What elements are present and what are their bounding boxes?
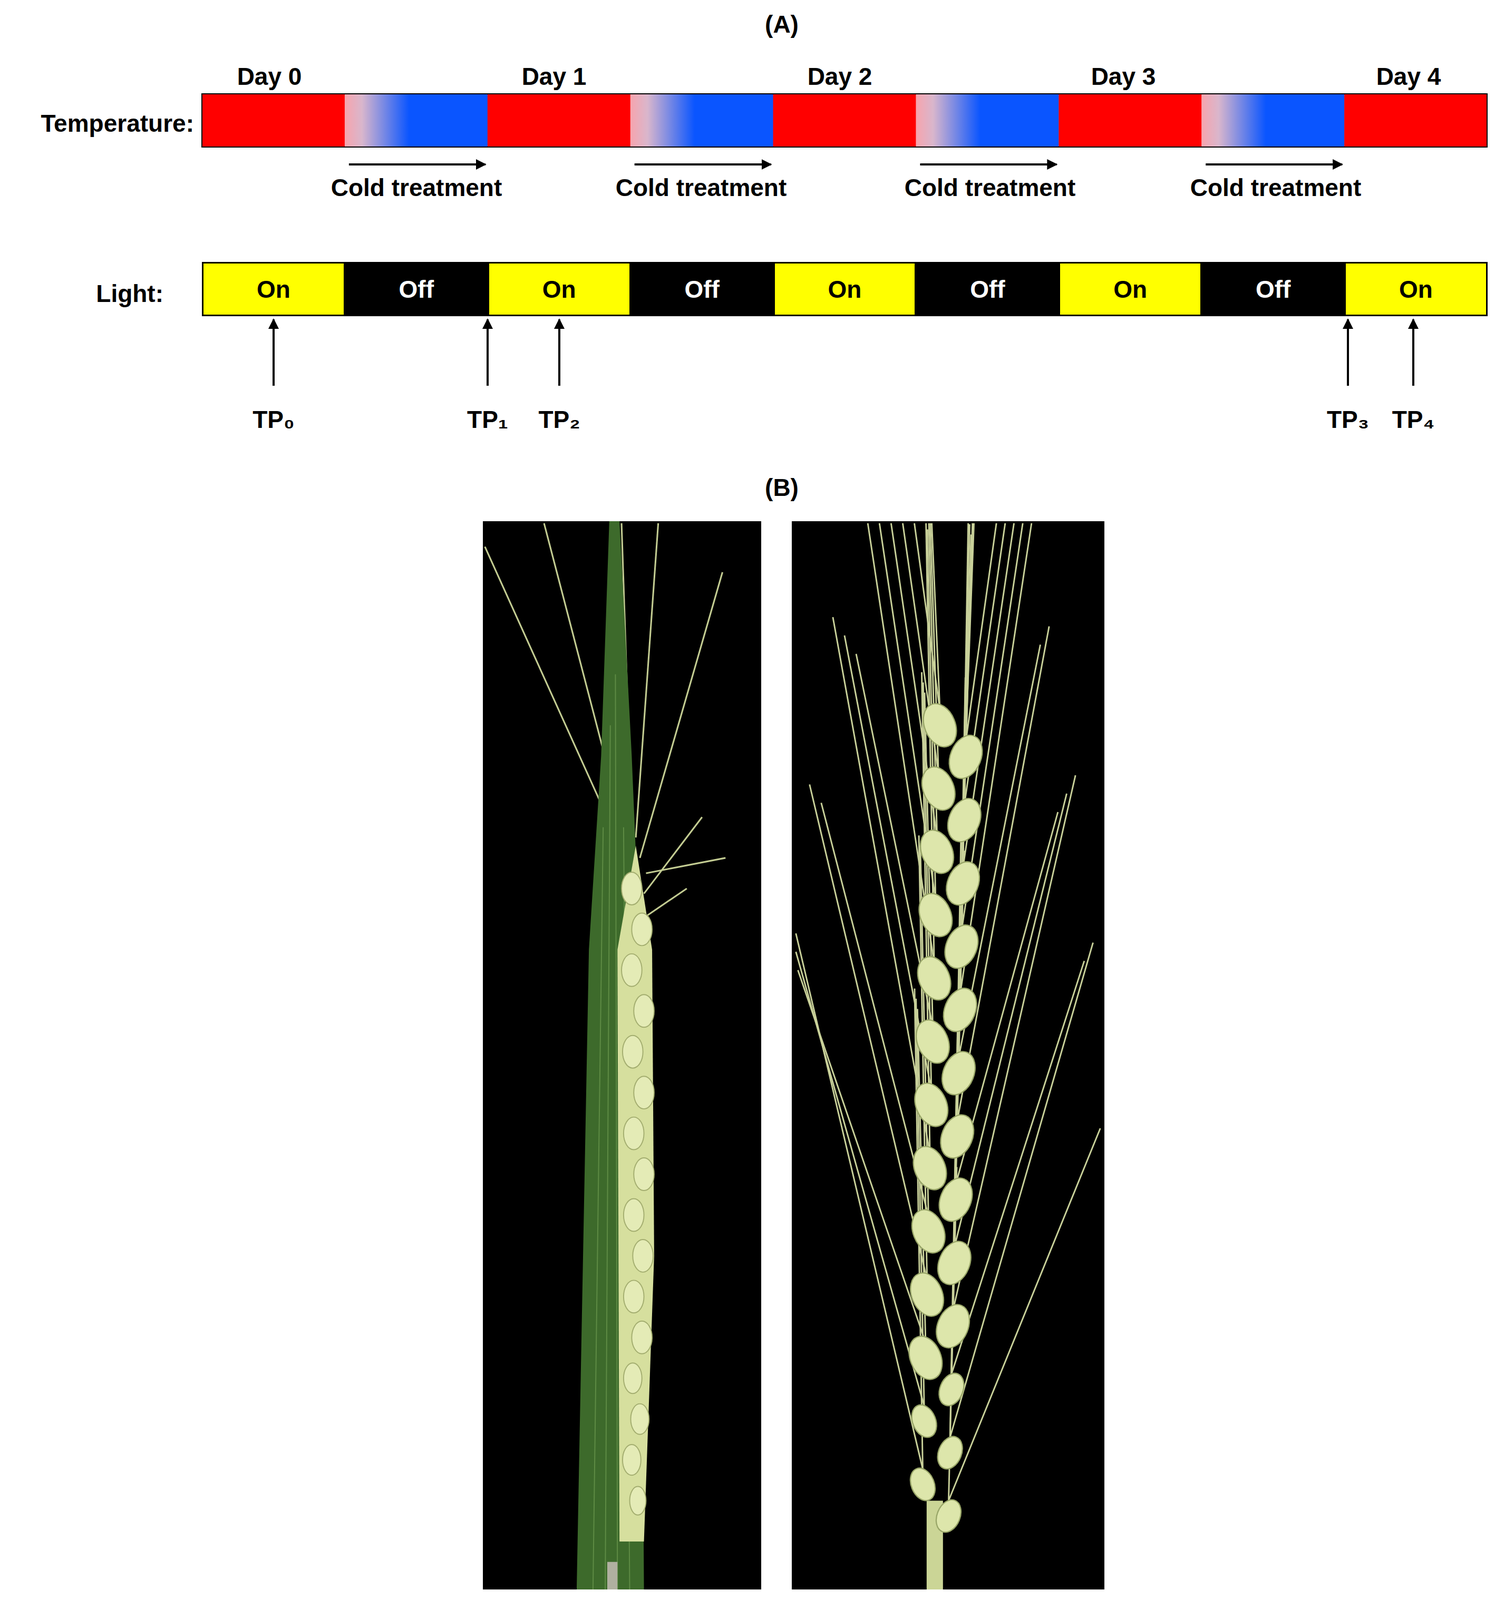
cold-arrow — [919, 163, 1057, 166]
cold-arrow — [634, 163, 772, 166]
awn — [948, 1128, 1101, 1502]
grain — [931, 1236, 977, 1290]
light-segment: Off — [915, 261, 1060, 317]
timeline-graphics — [0, 0, 1495, 507]
grain — [937, 983, 983, 1037]
day-label: Day 3 — [1091, 62, 1157, 91]
grains — [903, 699, 989, 1537]
awns — [795, 523, 1101, 1502]
light-segment: On — [201, 261, 346, 317]
light-segment: Off — [1201, 261, 1345, 317]
temperature-segment — [344, 93, 488, 148]
photo-background — [791, 521, 1105, 1590]
row-label: Temperature: — [40, 109, 194, 138]
light-label: On — [256, 275, 291, 304]
light-label: Off — [1255, 275, 1291, 304]
day-label: Day 2 — [807, 62, 873, 91]
grain — [905, 1464, 940, 1506]
treatment-label: Cold treatment — [331, 173, 503, 202]
timepoint-label: TP₁ — [467, 405, 509, 434]
day-label: Day 4 — [1376, 62, 1442, 91]
grain — [941, 793, 987, 848]
light-label: On — [1113, 275, 1148, 304]
grain — [907, 1401, 941, 1442]
day-label: Day 0 — [237, 62, 303, 91]
tag — [607, 1562, 618, 1590]
grain — [903, 1331, 949, 1385]
grain — [931, 1496, 966, 1537]
timepoint-arrow — [558, 319, 561, 386]
timepoint-label: TP₀ — [252, 405, 295, 434]
grain — [933, 1433, 967, 1474]
light-segment: On — [1344, 261, 1488, 317]
temperature-segment — [915, 93, 1059, 148]
grain — [933, 1173, 979, 1227]
awn — [795, 933, 924, 1470]
grain — [930, 1299, 976, 1354]
timepoint-arrow — [486, 319, 489, 386]
temperature-segment — [201, 93, 345, 148]
cold-arrow — [348, 163, 486, 166]
light-segment: Off — [630, 261, 774, 317]
light-label: On — [828, 275, 862, 304]
grain — [940, 857, 986, 911]
timepoint-arrow — [1412, 319, 1415, 386]
light-segment: On — [1058, 261, 1202, 317]
temperature-segment — [1058, 93, 1202, 148]
grains — [621, 872, 655, 1516]
treatment-label: Cold treatment — [615, 173, 788, 202]
photo-background — [482, 521, 762, 1590]
light-label: Off — [969, 275, 1005, 304]
cold-arrow — [1205, 163, 1343, 166]
temperature-segment — [1201, 93, 1345, 148]
light-segment: On — [487, 261, 631, 317]
grain — [934, 1370, 969, 1411]
temperature-outline — [201, 93, 1488, 148]
awn — [809, 784, 928, 1280]
awn — [951, 960, 1085, 1375]
arrows — [273, 164, 1414, 386]
temperature-segment — [1344, 93, 1488, 148]
grain — [934, 1110, 980, 1164]
temperature-segment — [487, 93, 631, 148]
grain — [936, 1046, 982, 1101]
temperature-bar — [201, 93, 1488, 148]
wheat-photo-right — [791, 521, 1105, 1590]
light-segment: Off — [344, 261, 489, 317]
wheat-photo-left — [482, 521, 762, 1590]
grain — [938, 920, 985, 974]
light-label: On — [542, 275, 577, 304]
light-label: On — [1399, 275, 1433, 304]
light-label: Off — [399, 275, 434, 304]
light-segment: On — [773, 261, 917, 317]
grain — [943, 730, 989, 784]
temperature-segment — [630, 93, 774, 148]
timepoint-label: TP₄ — [1392, 405, 1435, 434]
timepoint-label: TP₃ — [1326, 405, 1370, 434]
treatment-label: Cold treatment — [1190, 173, 1362, 202]
awn — [821, 802, 929, 1217]
day-label: Day 1 — [521, 62, 587, 91]
row-label: Light: — [95, 279, 164, 308]
light-label: Off — [684, 275, 720, 304]
treatment-label: Cold treatment — [904, 173, 1076, 202]
timepoint-arrow — [1346, 319, 1349, 386]
awn — [795, 952, 925, 1407]
panel-letter: (B) — [764, 473, 799, 502]
panel-letter: (A) — [764, 10, 799, 39]
timepoint-arrow — [272, 319, 275, 386]
temperature-segment — [773, 93, 917, 148]
spike — [617, 846, 655, 1542]
timepoint-label: TP₂ — [538, 405, 580, 434]
